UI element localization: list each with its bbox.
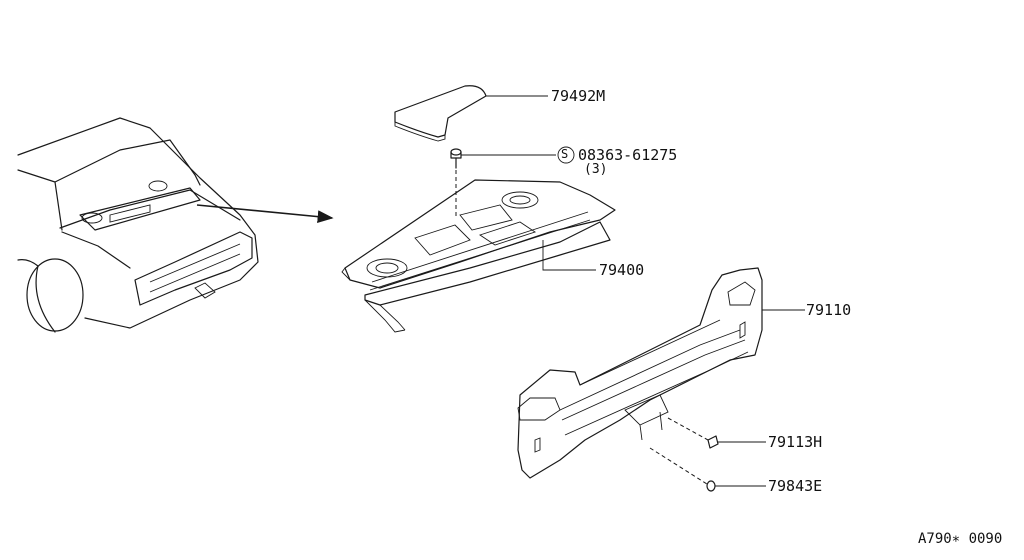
callout-label-79400: 79400 bbox=[599, 261, 645, 279]
shelf-part-79400 bbox=[341, 179, 616, 333]
back-panel-part-79110 bbox=[517, 267, 763, 479]
callout-label-79843E: 79843E bbox=[768, 477, 823, 495]
screw-symbol: S bbox=[561, 147, 569, 161]
screw-symbol-circle bbox=[557, 146, 575, 164]
callout-label-79110: 79110 bbox=[806, 301, 852, 319]
screw-part-08363-61275 bbox=[450, 148, 462, 169]
callout-quantity: (3) bbox=[584, 162, 608, 177]
callout-label-79113H: 79113H bbox=[768, 433, 823, 451]
diagram-code: A790∗ 0090 bbox=[918, 531, 1003, 547]
callout-label-79492M: 79492M bbox=[551, 87, 606, 105]
grommet-part-79843E bbox=[706, 480, 716, 492]
clip-part-79113H bbox=[707, 435, 719, 449]
pad-part-79492M bbox=[394, 85, 487, 142]
location-arrow bbox=[196, 204, 334, 223]
callout-label-08363-61275: 08363-61275 bbox=[578, 146, 678, 164]
car-body-illustration bbox=[17, 117, 259, 333]
